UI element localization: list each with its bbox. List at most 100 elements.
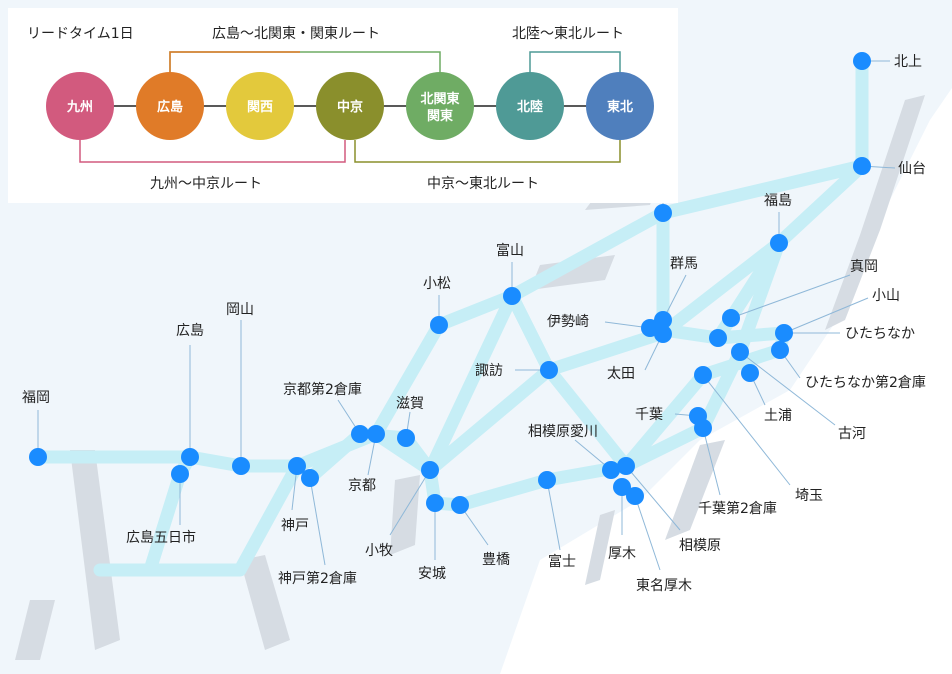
node-toyohashi (451, 496, 469, 514)
node-kitakami (853, 52, 871, 70)
label-hiroshima: 広島 (176, 323, 204, 339)
land-coast-shadow-7 (665, 440, 725, 540)
region-hiroshima: 広島 (136, 72, 204, 140)
node-hitachinaka2 (771, 341, 789, 359)
legend: リードタイム1日 広島〜北関東・関東ルート 北陸〜東北ルート 九州〜中京ルート … (8, 8, 678, 203)
city-labels: 北上 仙台 新潟 福島 富山 群馬 真岡 小山 ひたちなか ひたちなか第2倉庫 … (22, 54, 926, 594)
node-suwa (540, 361, 558, 379)
node-hiroshima-itsukaichi (171, 465, 189, 483)
node-koga (731, 343, 749, 361)
node-niigata (654, 204, 672, 222)
node-gunma (654, 311, 672, 329)
region-circle-kyushu (46, 72, 114, 140)
node-fuji (538, 471, 556, 489)
label-kobe: 神戸 (281, 518, 309, 534)
node-okayama (232, 457, 250, 475)
label-komaki: 小牧 (365, 543, 393, 559)
node-ota (654, 325, 672, 343)
node-kobe (288, 457, 306, 475)
label-atsugi: 厚木 (608, 546, 636, 562)
label-toyohashi: 豊橋 (482, 552, 510, 568)
label-tomei-atsugi: 東名厚木 (636, 578, 692, 594)
region-hokuriku: 北陸 (496, 72, 564, 140)
node-atsugi (613, 478, 631, 496)
label-shiga: 滋賀 (396, 396, 424, 412)
label-sagamihara-aikawa: 相模原愛川 (528, 424, 598, 440)
region-circle-tohoku (586, 72, 654, 140)
land-coast-shadow-8 (585, 510, 615, 585)
region-kyushu: 九州 (46, 72, 114, 140)
region-label-hiroshima: 広島 (157, 99, 183, 115)
node-kobe2 (301, 469, 319, 487)
route-label-kyushu-chukyo: 九州〜中京ルート (150, 176, 262, 192)
region-circle-chukyo (316, 72, 384, 140)
route-toyama-komaki (423, 289, 519, 477)
label-koga: 古河 (838, 426, 866, 442)
node-saitama (694, 366, 712, 384)
label-sagamihara: 相模原 (679, 538, 721, 554)
region-circle-hokuriku (496, 72, 564, 140)
bracket-kyushu-chukyo (79, 140, 346, 163)
node-hitachinaka (775, 324, 793, 342)
city-nodes (29, 52, 871, 514)
label-gunma: 群馬 (670, 256, 698, 272)
label-komatsu: 小松 (423, 276, 451, 292)
region-label-kitakanto: 北関東 (420, 91, 459, 107)
label-suwa: 諏訪 (475, 363, 503, 379)
node-hiroshima (181, 448, 199, 466)
label-kyoto2: 京都第2倉庫 (283, 381, 362, 398)
region-circle-kansai (226, 72, 294, 140)
label-fukushima: 福島 (764, 193, 792, 209)
region-label-hokuriku: 北陸 (517, 99, 543, 115)
node-fukushima (770, 234, 788, 252)
land-coast-shadow-4 (70, 450, 120, 650)
land-coast-shadow-6 (390, 475, 420, 555)
node-kyoto2 (351, 425, 369, 443)
label-fukuoka: 福岡 (22, 390, 50, 406)
region-label-kanto: 関東 (427, 108, 453, 124)
node-chiba2 (694, 419, 712, 437)
label-kobe2: 神戸第2倉庫 (278, 570, 357, 587)
node-sagamihara (617, 457, 635, 475)
label-kitakami: 北上 (894, 54, 922, 70)
region-chukyo: 中京 (316, 72, 384, 140)
label-chiba2: 千葉第2倉庫 (698, 500, 777, 517)
lead-time-label: リードタイム1日 (27, 26, 134, 42)
label-hiroshima-itsukaichi: 広島五日市 (126, 529, 196, 546)
route-label-hokuriku-tohoku: 北陸〜東北ルート (512, 26, 624, 42)
label-fuji: 富士 (548, 553, 576, 570)
land-coast-shadow-1 (825, 95, 925, 330)
land-east (500, 88, 952, 674)
label-chiba: 千葉 (635, 407, 663, 423)
node-oyama (709, 329, 727, 347)
bracket-hiroshima-kanto-left (169, 51, 300, 76)
label-ota: 太田 (607, 366, 635, 382)
label-tsuchiura: 土浦 (764, 408, 792, 424)
node-kyoto (367, 425, 385, 443)
region-circle-kitakanto-kanto (406, 72, 474, 140)
label-sendai: 仙台 (898, 161, 926, 177)
region-kansai: 関西 (226, 72, 294, 140)
node-sagamihara-aikawa (602, 461, 620, 479)
label-hitachinaka: ひたちなか (845, 326, 915, 342)
bracket-chukyo-tohoku (354, 140, 621, 163)
region-label-kansai: 関西 (247, 100, 273, 115)
label-isesaki: 伊勢崎 (547, 314, 589, 330)
region-tohoku: 東北 (586, 72, 654, 140)
label-okayama: 岡山 (226, 302, 254, 318)
node-tsuchiura (741, 364, 759, 382)
label-saitama: 埼玉 (795, 488, 823, 504)
node-sendai (853, 157, 871, 175)
region-label-chukyo: 中京 (337, 99, 363, 115)
region-label-kyushu: 九州 (66, 100, 93, 115)
label-hitachinaka2: ひたちなか第2倉庫 (805, 374, 926, 391)
node-mooka (722, 309, 740, 327)
region-kitakanto-kanto: 北関東 関東 (406, 72, 474, 140)
node-fukuoka (29, 448, 47, 466)
land-coast-shadow-9 (15, 600, 55, 660)
region-circle-hiroshima (136, 72, 204, 140)
node-shiga (397, 429, 415, 447)
route-label-hiroshima-kanto: 広島〜北関東・関東ルート (212, 26, 380, 42)
node-toyama (503, 287, 521, 305)
